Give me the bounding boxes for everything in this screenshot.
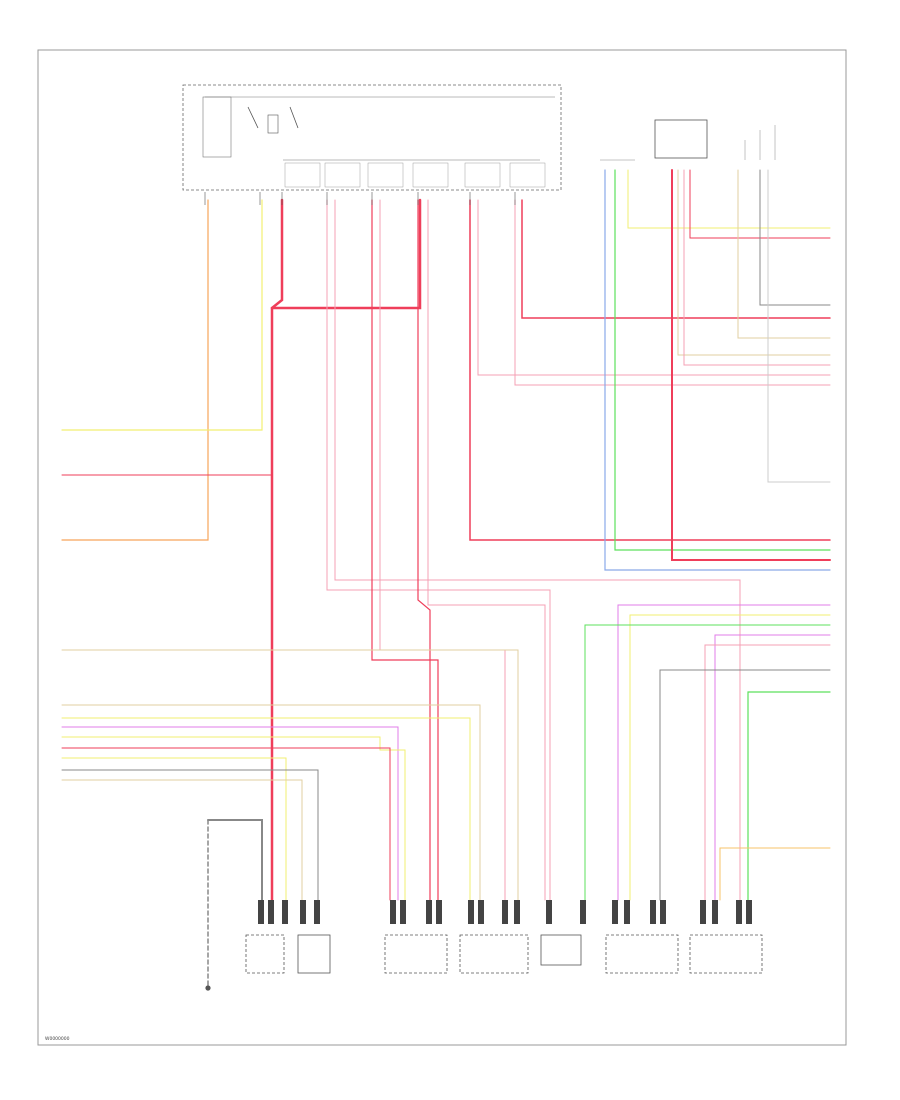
top-right-components bbox=[600, 119, 776, 161]
wire-pink-5 bbox=[477, 199, 831, 376]
wire-tan-r1 bbox=[677, 169, 831, 356]
wire-yellow-r bbox=[627, 169, 831, 229]
wire-violet-r1 bbox=[617, 604, 831, 901]
wire-red-l1 bbox=[61, 747, 391, 901]
wires bbox=[61, 169, 831, 986]
wire-gray-ground bbox=[207, 819, 263, 901]
wire-red-main bbox=[270, 198, 284, 902]
connector-stubs-top bbox=[204, 192, 516, 205]
wire-pink-2 bbox=[334, 199, 741, 901]
wire-tan-r2 bbox=[737, 169, 831, 339]
wire-violet-r2 bbox=[714, 634, 831, 901]
wire-orange bbox=[61, 199, 209, 541]
wire-orange-r bbox=[719, 847, 831, 901]
wire-gray-l1 bbox=[61, 769, 319, 901]
wire-pink-r2 bbox=[704, 644, 831, 901]
page-border bbox=[37, 49, 847, 1046]
wire-yellow-l2 bbox=[61, 736, 406, 901]
wire-red-3 bbox=[417, 199, 431, 901]
wire-pink-4 bbox=[427, 199, 546, 901]
wire-pink-1 bbox=[326, 199, 551, 901]
wire-gray-r2 bbox=[659, 669, 831, 901]
wire-blue bbox=[604, 169, 831, 571]
wire-tan-l2 bbox=[61, 704, 481, 901]
wire-green-1 bbox=[614, 169, 831, 551]
wire-red-r2 bbox=[689, 169, 831, 239]
wire-green-r3 bbox=[747, 691, 831, 901]
wire-yellow-r2 bbox=[629, 614, 831, 901]
wire-tan-l1 bbox=[61, 649, 519, 901]
connector-blocks-bottom bbox=[258, 900, 752, 924]
wire-yellow bbox=[61, 199, 263, 431]
wire-pink-r1 bbox=[683, 169, 831, 366]
wire-red-4 bbox=[469, 199, 831, 541]
bottom-components bbox=[205, 934, 763, 991]
wire-red-5 bbox=[521, 199, 831, 319]
wire-violet-l1 bbox=[61, 726, 399, 901]
wire-white-r bbox=[767, 169, 831, 483]
page-id: W0000000 bbox=[45, 1036, 70, 1042]
wire-red-left bbox=[61, 307, 273, 476]
wire-red-bus bbox=[270, 198, 422, 310]
wire-red-r1 bbox=[671, 169, 831, 561]
wire-green-r2 bbox=[584, 624, 831, 901]
wire-red-2 bbox=[371, 199, 439, 901]
fuse-block bbox=[182, 84, 562, 191]
wire-pink-6 bbox=[514, 199, 831, 386]
wire-yellow-l1 bbox=[61, 717, 471, 901]
wire-pink-3 bbox=[379, 199, 506, 901]
wire-yellow-l3 bbox=[61, 757, 287, 901]
wire-tan-l3 bbox=[61, 779, 303, 901]
wire-gray-r bbox=[759, 169, 831, 306]
